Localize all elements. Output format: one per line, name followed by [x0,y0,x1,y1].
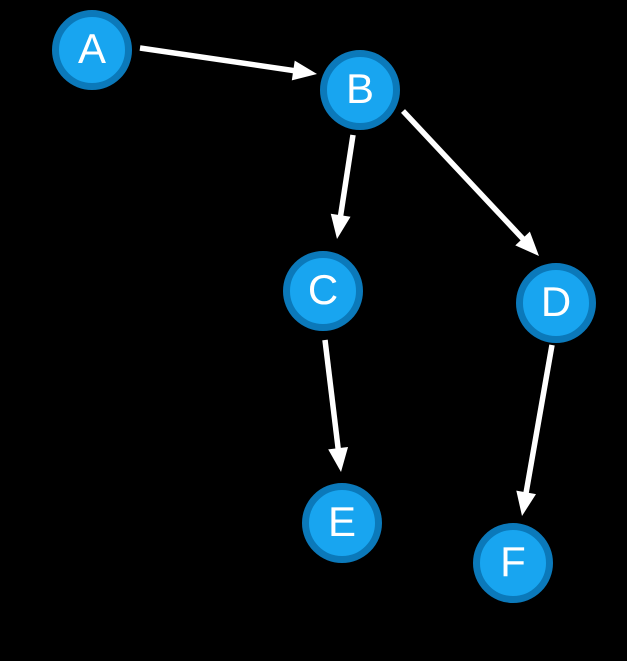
node-label-F: F [500,538,526,585]
graph-node-D[interactable]: D [516,263,596,343]
arrowhead-A-B [291,60,317,81]
arrowhead-B-C [330,213,351,239]
arrowhead-C-E [328,446,349,472]
edge-B-C [337,134,356,220]
node-label-C: C [307,266,339,313]
edge-D-F [522,344,555,497]
node-label-D: D [540,278,572,325]
arrowhead-B-D [515,231,539,256]
graph-node-A[interactable]: A [52,10,132,90]
node-label-A: A [77,25,106,72]
node-label-B: B [345,65,374,112]
graph-node-B[interactable]: B [320,50,400,130]
graph-node-C[interactable]: C [283,251,363,331]
graph-node-F[interactable]: F [473,523,553,603]
edge-A-B [139,45,298,74]
graph-node-E[interactable]: E [302,483,382,563]
edge-C-E [322,339,342,453]
node-label-E: E [327,498,356,545]
edge-B-D [400,109,528,244]
arrowhead-D-F [516,490,536,516]
